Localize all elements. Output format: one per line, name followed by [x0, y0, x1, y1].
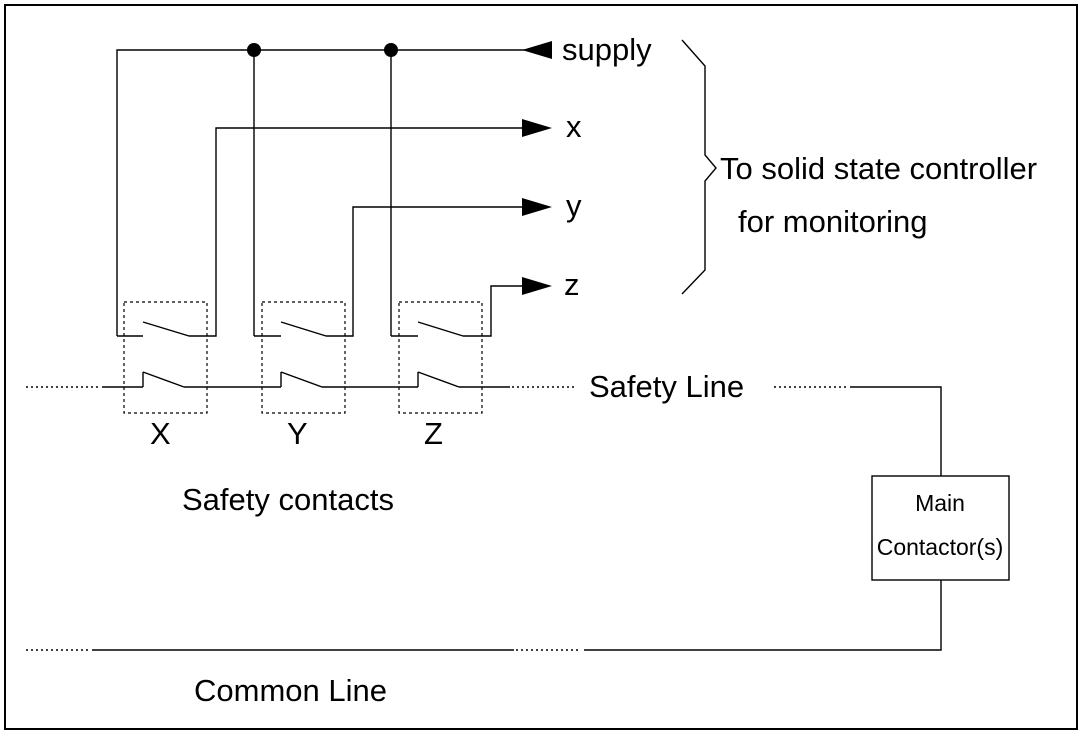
- x-arrow-icon: [522, 119, 552, 137]
- main-contactor-box: [871, 475, 1010, 581]
- main-contactor: Main Contactor(s): [871, 475, 1010, 581]
- x-output-wire: x: [207, 109, 582, 337]
- main-contactor-line1: Main: [915, 490, 965, 516]
- x-output-label: x: [566, 109, 582, 144]
- safety-line: Safety Line: [26, 369, 942, 476]
- contact-x-label: X: [150, 416, 171, 451]
- safety-contacts-caption: Safety contacts: [182, 482, 394, 517]
- supply-arrow-icon: [522, 41, 552, 59]
- contact-z-label: Z: [424, 416, 443, 451]
- supply-wire: supply: [116, 32, 652, 336]
- contact-y-label: Y: [287, 416, 308, 451]
- main-contactor-line2: Contactor(s): [877, 534, 1004, 560]
- common-line: Common Line: [26, 580, 942, 708]
- contact-y-box: [261, 301, 346, 414]
- supply-label: supply: [562, 32, 652, 67]
- z-arrow-icon: [522, 277, 552, 295]
- z-output-label: z: [564, 267, 580, 302]
- y-arrow-icon: [522, 198, 552, 216]
- controller-note-line2: for monitoring: [738, 204, 928, 239]
- common-line-label: Common Line: [194, 673, 387, 708]
- safety-line-label: Safety Line: [589, 369, 744, 404]
- brace-icon: [681, 39, 717, 295]
- safety-contact-y: Y: [254, 301, 346, 451]
- contact-z-box: [398, 301, 483, 414]
- safety-contact-x: X: [117, 301, 208, 451]
- safety-contact-z: Z: [391, 301, 483, 451]
- controller-note-line1: To solid state controller: [720, 151, 1037, 186]
- y-output-label: y: [566, 188, 582, 223]
- z-output-wire: z: [482, 267, 580, 337]
- y-output-wire: y: [344, 188, 582, 337]
- contact-x-box: [123, 301, 208, 414]
- diagram-frame: [4, 4, 1078, 730]
